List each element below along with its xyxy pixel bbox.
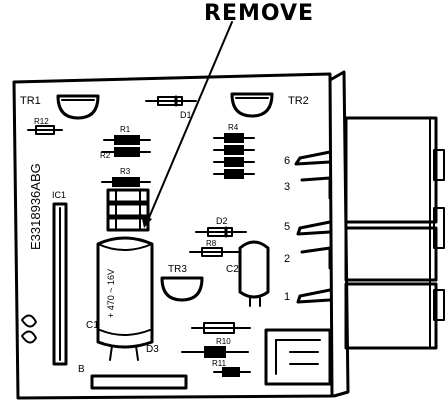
pin-5-lead [296, 220, 332, 236]
r10-label: R10 [216, 337, 231, 346]
capacitor-c1 [96, 236, 154, 361]
pin-5-label: 5 [284, 221, 290, 233]
transistor-tr1 [56, 94, 100, 120]
resistor-r10 [181, 346, 249, 358]
resistor-r7 [213, 169, 255, 179]
r1-label: R1 [120, 125, 131, 134]
pin-1-lead [296, 288, 332, 304]
c1-label: C1 [86, 320, 99, 331]
pin-2-label: 2 [284, 253, 290, 265]
stacked-component [106, 188, 150, 232]
pin-3-label: 3 [284, 181, 290, 193]
resistor-r4 [213, 133, 255, 143]
resistor-r5 [213, 145, 255, 155]
transistor-tr3 [160, 276, 204, 302]
resistor-r9 [191, 322, 251, 334]
r12-label: R12 [34, 117, 49, 126]
transistor-tr2 [230, 92, 274, 118]
c2-label: C2 [226, 264, 239, 275]
r2-label: R2 [100, 151, 111, 160]
pin-6-lead [294, 150, 332, 166]
pin-6-label: 6 [284, 155, 290, 167]
pin-1-label: 1 [284, 291, 290, 303]
callout-leader-line [147, 21, 233, 221]
tr3-label: TR3 [168, 264, 187, 275]
connector-housing [328, 70, 445, 398]
ic1-label: IC1 [52, 190, 66, 200]
part-number-label: E3318936ABG [28, 163, 43, 250]
d1-label: D1 [180, 110, 192, 120]
pin-2-lead [300, 246, 332, 270]
tr2-label: TR2 [288, 95, 309, 107]
resistor-r8 [189, 247, 239, 257]
diode-d2 [195, 226, 247, 238]
capacitor-c2 [238, 240, 270, 307]
resistor-r1 [103, 135, 151, 145]
resistor-r2 [101, 147, 151, 157]
r8-label: R8 [206, 239, 217, 248]
b-label: B [78, 364, 85, 375]
resistor-r6 [213, 157, 255, 167]
resistor-r11 [213, 367, 251, 377]
r4-label: R4 [228, 123, 239, 132]
tr1-label: TR1 [20, 95, 41, 107]
bottom-right-block [264, 328, 332, 386]
resistor-bank-left [101, 135, 151, 232]
diode-d1 [145, 95, 197, 107]
c1-body-marking: + 470 ~ 16V [106, 269, 116, 318]
connector-pins [294, 150, 332, 304]
remove-callout: REMOVE [204, 1, 314, 26]
resistor-r12 [27, 125, 63, 135]
d3-label: D3 [146, 344, 159, 355]
r11-label: R11 [212, 359, 227, 368]
resistor-bank-right [213, 133, 255, 179]
resistor-r3 [101, 177, 151, 187]
orientation-mark-icon [21, 314, 37, 344]
bottom-terminal-strip [90, 374, 188, 390]
d2-label: D2 [216, 216, 228, 226]
r3-label: R3 [120, 167, 131, 176]
resistor-pair-bottom [181, 346, 251, 377]
pin-3-lead [300, 176, 332, 200]
board-outline [12, 72, 334, 400]
ic1-strip [52, 202, 68, 366]
